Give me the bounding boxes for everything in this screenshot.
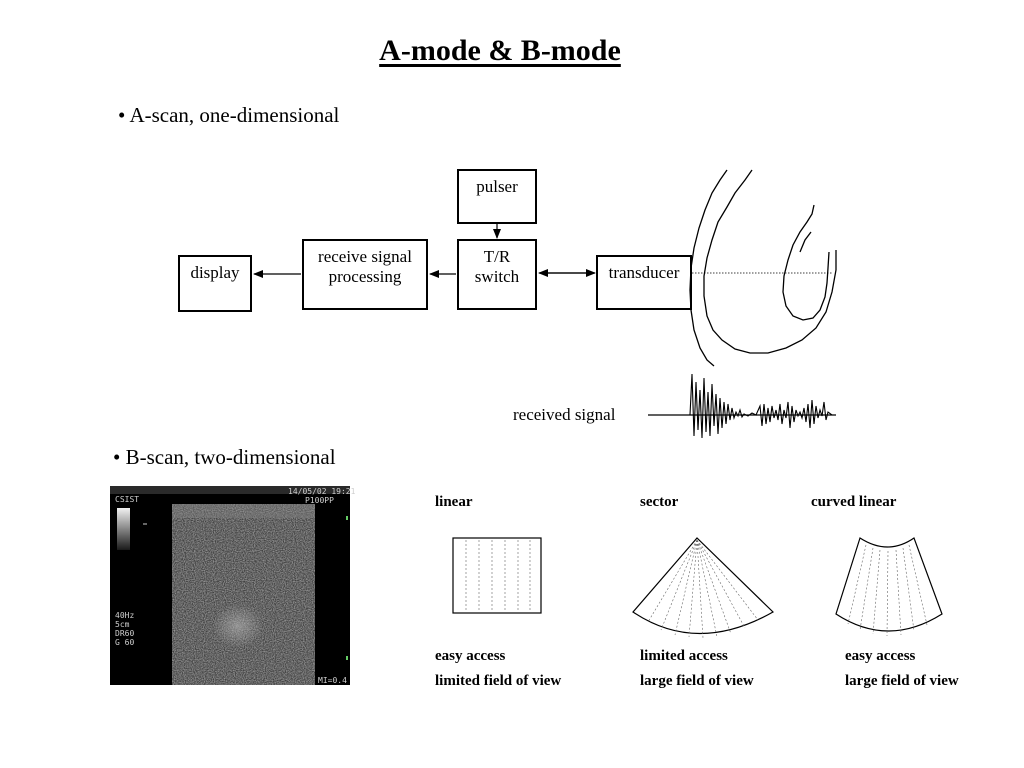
ultrasound-param-2: DR60 (115, 629, 135, 638)
ultrasound-param-1: 5cm (115, 620, 130, 629)
sector-label: sector (640, 494, 679, 510)
linear-label: linear (435, 494, 473, 510)
sector-probe-shape (632, 537, 774, 639)
ultrasound-param-0: 40Hz (115, 611, 135, 620)
a-scan-bullet: • A-scan, one-dimensional (118, 103, 340, 127)
curved-linear-probe-shape (835, 537, 943, 637)
received-signal-waveform (648, 373, 836, 439)
anatomy-sketch (689, 169, 837, 367)
receive-processing-box: receive signal processing (302, 239, 428, 310)
page-title: A-mode & B-mode (379, 34, 621, 67)
received-signal-label: received signal (513, 405, 616, 424)
b-scan-bullet: • B-scan, two-dimensional (113, 445, 336, 469)
sector-con-text: large field of view (640, 673, 754, 689)
ultrasound-param-3: G 60 (115, 638, 135, 647)
tr-switch-box: T/R switch (457, 239, 537, 310)
curved-linear-label: curved linear (811, 494, 897, 510)
linear-con-text: limited field of view (435, 673, 562, 689)
ultrasound-header-left: CSIST (115, 495, 140, 504)
linear-probe-shape (452, 537, 542, 614)
sector-pro-text: limited access (640, 648, 728, 664)
pulser-box: pulser (457, 169, 537, 224)
linear-pro-text: easy access (435, 648, 506, 664)
curved-pro-text: easy access (845, 648, 916, 664)
ultrasound-speckle (110, 486, 350, 685)
display-box: display (178, 255, 252, 312)
curved-con-text: large field of view (845, 673, 959, 689)
transducer-box: transducer (596, 255, 692, 310)
ultrasound-header-sub: P100PP (305, 496, 334, 505)
ultrasound-footer-right: MI=0.4 (318, 676, 347, 685)
b-mode-ultrasound-image: CSIST 14/05/02 19:21 P100PP 40Hz 5cm DR6… (110, 486, 355, 685)
ultrasound-header-date: 14/05/02 19:21 (288, 487, 356, 496)
